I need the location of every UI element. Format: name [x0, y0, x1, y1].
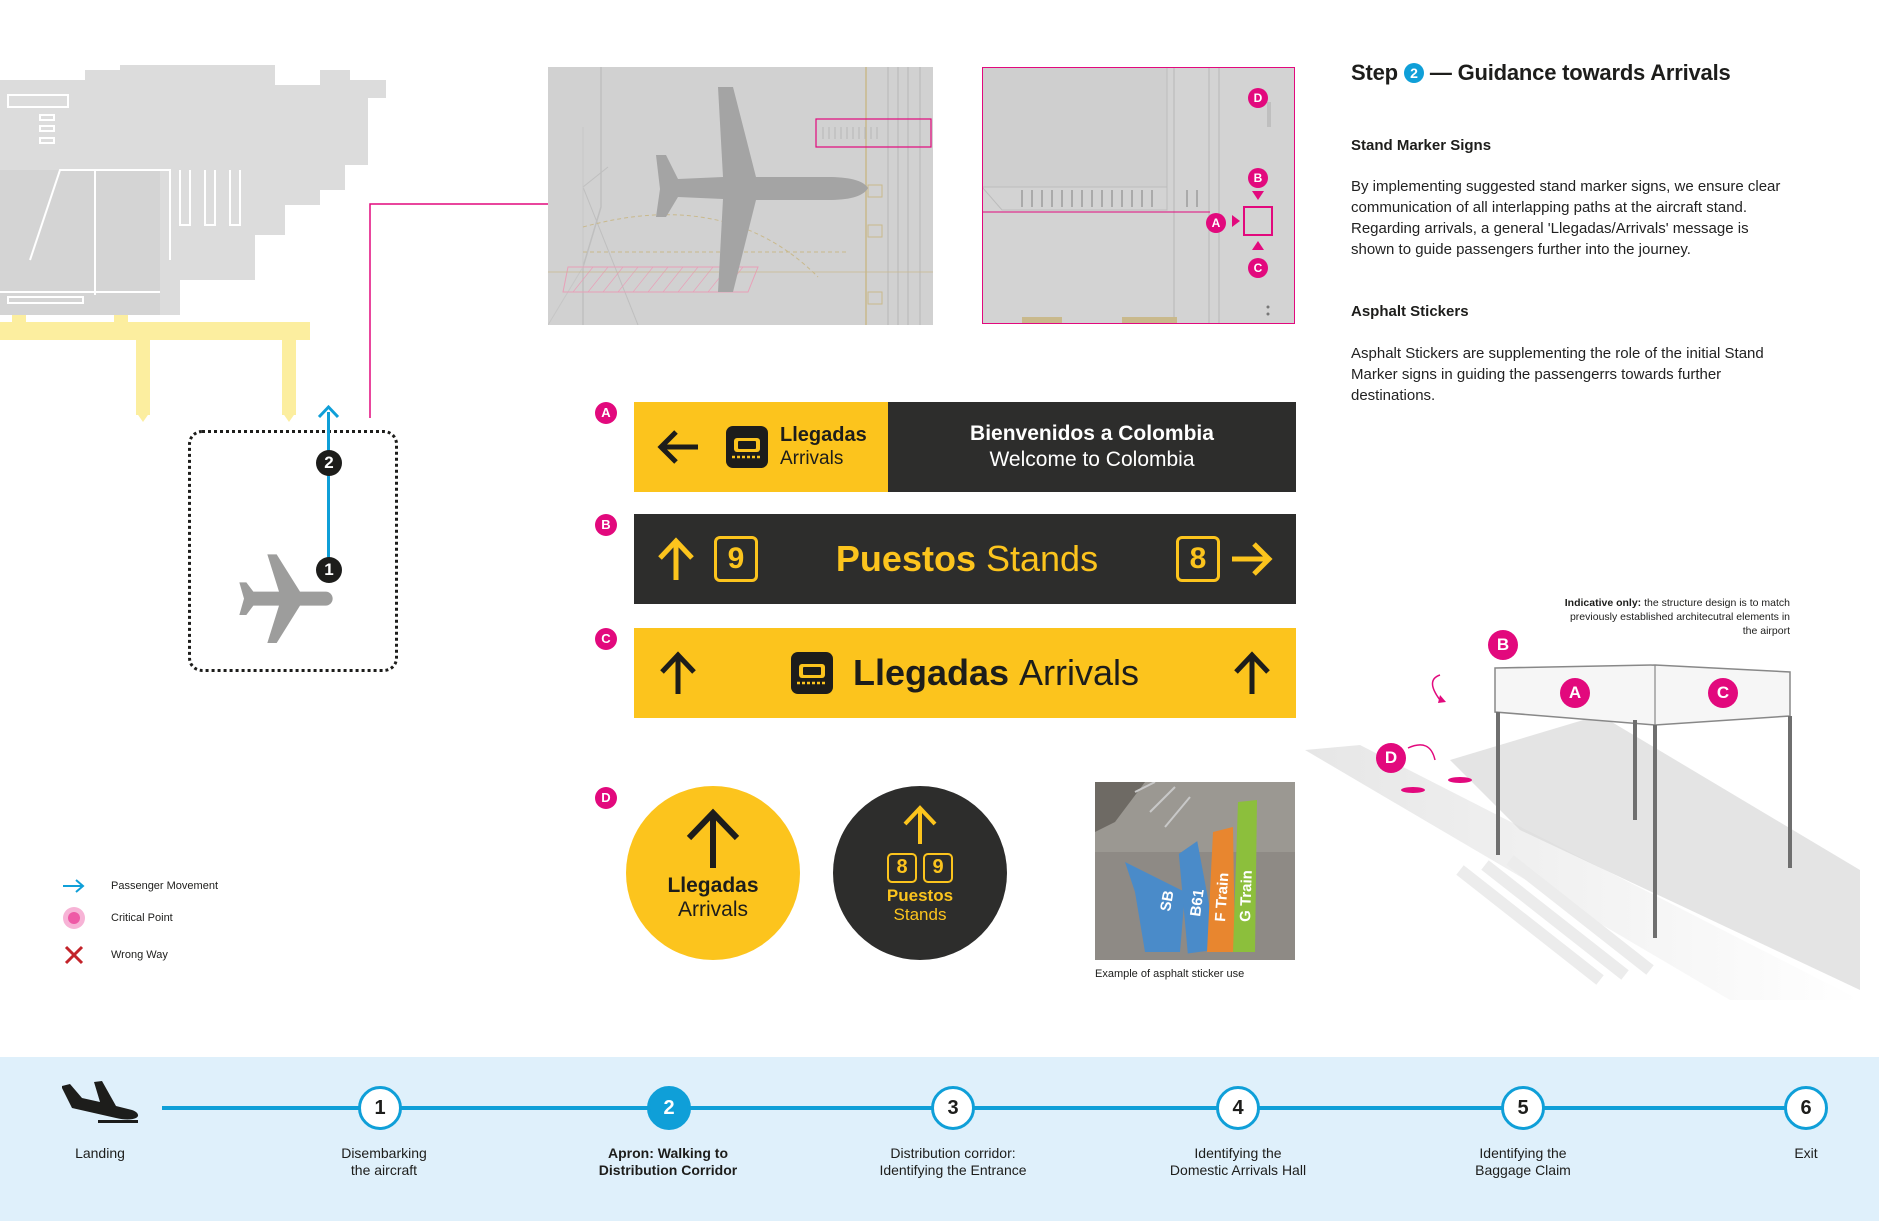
zoom-marker-a: A — [1206, 213, 1226, 233]
indicative-note-text: the structure design is to match previou… — [1569, 597, 1790, 637]
timeline-step-4[interactable]: 4 — [1216, 1086, 1260, 1130]
stand-detail-zoom — [982, 67, 1295, 324]
baggage-icon — [790, 652, 833, 694]
structure-marker-b: B — [1488, 630, 1518, 660]
photo-stripe-label: F Train — [1212, 872, 1232, 922]
sign-b: 9 Puestos Stands 8 — [634, 514, 1296, 604]
photo-caption: Example of asphalt sticker use — [1095, 968, 1245, 980]
stand-detail-frame — [982, 67, 1295, 324]
sign-b-label-en: Stands — [985, 538, 1099, 579]
legend-label-critical: Critical Point — [111, 912, 173, 924]
legend-label-wrong-way: Wrong Way — [111, 949, 168, 961]
sticker-arrivals-en: Arrivals — [677, 898, 748, 921]
arrow-up-icon — [317, 404, 340, 419]
timeline-step-2[interactable]: 2 — [647, 1086, 691, 1130]
sign-marker-b: B — [595, 514, 617, 536]
arrow-up-icon — [660, 651, 696, 694]
landing-plane-icon — [62, 1081, 139, 1123]
step-prefix: Step — [1351, 60, 1398, 85]
critical-point-icon — [63, 907, 85, 929]
stand-number-8: 8 — [887, 853, 917, 883]
sign-a-label-es: Llegadas — [780, 424, 867, 446]
timeline-step-5[interactable]: 5 — [1501, 1086, 1545, 1130]
timeline-line — [162, 1106, 1806, 1110]
apron-aerial-view — [548, 67, 933, 325]
photo-stripe-label: SB — [1157, 889, 1177, 913]
terminal-plan — [0, 65, 386, 422]
sticker-stands-es: Puestos — [886, 886, 954, 905]
sticker-stands-en: Stands — [893, 905, 947, 924]
timeline-step-4-label: Identifying the Domestic Arrivals Hall — [1169, 1145, 1307, 1178]
step-number-badge: 2 — [1403, 63, 1424, 83]
zoom-marker-b: B — [1248, 168, 1268, 188]
section-heading-stand-markers: Stand Marker Signs — [1351, 137, 1492, 154]
photo-stripe-label: B61 — [1187, 888, 1208, 918]
step-title-text: — Guidance towards Arrivals — [1429, 60, 1731, 85]
sign-c-label-en: Arrivals — [1019, 652, 1140, 693]
timeline-start-label: Landing — [75, 1145, 125, 1161]
sign-c-label-es: Llegadas — [852, 652, 1010, 693]
arrow-left-icon — [657, 430, 698, 464]
indicative-note-bold: Indicative only: — [1564, 597, 1642, 609]
stand-number-8: 8 — [1176, 536, 1220, 582]
arrow-right-icon — [63, 879, 85, 893]
plane-icon — [239, 554, 333, 643]
structure-marker-d: D — [1376, 743, 1406, 773]
sign-c: Llegadas Arrivals — [634, 628, 1296, 718]
photo-stripe-labels: SB B61 F Train G Train — [1157, 870, 1256, 922]
sign-marker-a: A — [595, 402, 617, 424]
sticker-arrivals: Llegadas Arrivals — [626, 786, 800, 960]
stand-point-1: 1 — [316, 557, 342, 583]
sign-a-welcome-en: Welcome to Colombia — [989, 448, 1195, 471]
sign-b-label-es: Puestos — [835, 538, 976, 579]
section-body-asphalt-stickers: Asphalt Stickers are supplementing the r… — [1351, 345, 1764, 404]
asphalt-sticker-photo: SB B61 F Train G Train — [1095, 782, 1295, 960]
sign-marker-c: C — [595, 628, 617, 650]
timeline-step-6[interactable]: 6 — [1784, 1086, 1828, 1130]
zoom-marker-c: C — [1248, 258, 1268, 278]
aircraft-stand-box — [188, 430, 398, 672]
page-title: Step 2 — Guidance towards Arrivals — [1351, 60, 1731, 86]
timeline-step-6-label: Exit — [1794, 1145, 1818, 1161]
passenger-path-line — [327, 412, 330, 572]
timeline-step-1[interactable]: 1 — [358, 1086, 402, 1130]
sign-a: Llegadas Arrivals Bienvenidos a Colombia… — [634, 402, 1296, 492]
sign-a-left-panel: Llegadas Arrivals — [634, 402, 888, 492]
arrow-up-icon — [1234, 651, 1270, 694]
sign-a-label-en: Arrivals — [780, 448, 844, 469]
stand-number-9: 9 — [923, 853, 953, 883]
indicative-note: Indicative only: the structure design is… — [1560, 596, 1790, 638]
arrow-up-icon — [658, 537, 694, 580]
timeline-step-3-label: Distribution corridor: Identifying the E… — [879, 1145, 1027, 1178]
structure-marker-a: A — [1560, 678, 1590, 708]
sticker-arrivals-es: Llegadas — [667, 874, 759, 897]
sticker-marker-d: D — [595, 787, 617, 809]
sign-a-welcome-es: Bienvenidos a Colombia — [970, 422, 1214, 445]
legend-label-movement: Passenger Movement — [111, 880, 218, 892]
sign-a-right-panel: Bienvenidos a Colombia Welcome to Colomb… — [888, 402, 1296, 492]
journey-timeline — [0, 1057, 1879, 1221]
section-heading-asphalt-stickers: Asphalt Stickers — [1351, 303, 1469, 320]
photo-stripe-label: G Train — [1237, 870, 1256, 922]
zoom-marker-d: D — [1248, 88, 1268, 108]
timeline-step-3[interactable]: 3 — [931, 1086, 975, 1130]
arrow-up-icon — [686, 808, 740, 868]
cross-icon — [64, 945, 84, 965]
timeline-step-2-label: Apron: Walking to Distribution Corridor — [598, 1145, 738, 1178]
structure-marker-c: C — [1708, 678, 1738, 708]
section-body-stand-markers: By implementing suggested stand marker s… — [1351, 178, 1781, 258]
arrow-right-icon — [1232, 542, 1273, 576]
timeline-step-1-label: Disembarking the aircraft — [341, 1145, 427, 1178]
callout-connector — [369, 201, 567, 418]
timeline-step-5-label: Identifying the Baggage Claim — [1475, 1145, 1571, 1178]
baggage-icon — [726, 426, 768, 468]
stand-point-2: 2 — [316, 450, 342, 476]
stand-number-9: 9 — [714, 536, 758, 582]
arrow-up-icon — [903, 805, 937, 844]
sticker-stands: 8 9 Puestos Stands — [833, 786, 1007, 960]
